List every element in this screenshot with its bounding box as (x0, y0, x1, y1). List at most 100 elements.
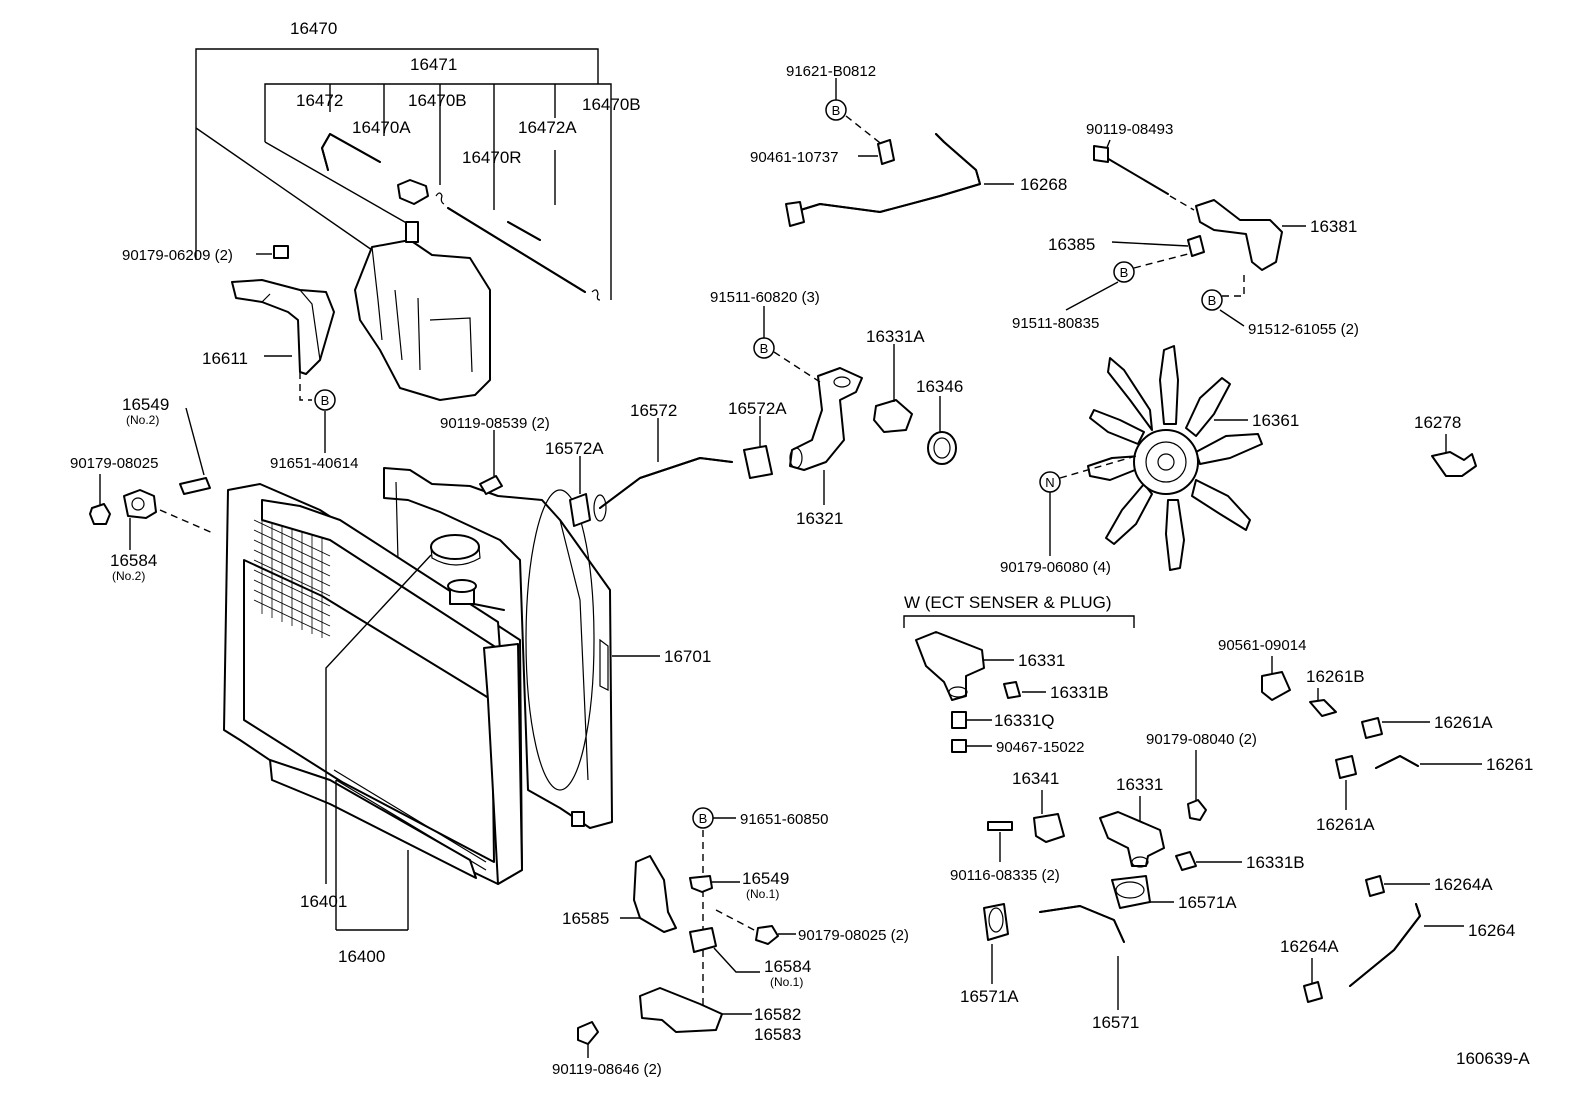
label-16701: 16701 (664, 647, 711, 666)
label-16264A-a: 16264A (1434, 875, 1493, 894)
svg-text:B: B (832, 103, 841, 118)
marker-b: B (314, 389, 336, 411)
label-16331B-a: 16331B (1050, 683, 1109, 702)
bracket-16585 (633, 855, 677, 933)
label-90467-15022: 90467-15022 (996, 739, 1084, 756)
clamp-16572A-b (743, 445, 773, 479)
label-16261A-a: 16261A (1434, 713, 1493, 732)
label-90119-08646: 90119-08646 (2) (552, 1061, 662, 1078)
label-16584-no2: 16584 (110, 551, 157, 570)
gasket-16346 (927, 431, 957, 465)
label-16572: 16572 (630, 401, 677, 420)
bracket-16381 (1195, 199, 1283, 271)
label-90179-06080: 90179-06080 (4) (1000, 559, 1111, 576)
nut-icon (273, 245, 289, 259)
fitting-16278 (1431, 451, 1477, 477)
label-90179-06209: 90179-06209 (2) (122, 247, 233, 264)
stud-90116-08335 (987, 821, 1013, 831)
marker-b: B (1113, 261, 1135, 283)
label-90179-08025-a: 90179-08025 (70, 455, 158, 472)
label-16572A-b: 16572A (728, 399, 787, 418)
label-16572A-a: 16572A (545, 439, 604, 458)
label-16571A-b: 16571A (960, 987, 1019, 1006)
note-16549-no1: (No.1) (746, 887, 779, 901)
label-90179-08040: 90179-08040 (2) (1146, 731, 1257, 748)
sensor-16331B-b (1175, 851, 1197, 871)
label-16331-b: 16331 (1116, 775, 1163, 794)
label-16261B: 16261B (1306, 667, 1365, 686)
nut-icon (89, 503, 111, 525)
pin-16549-no2 (179, 477, 211, 495)
label-16346: 16346 (916, 377, 963, 396)
label-90461-10737: 90461-10737 (750, 149, 838, 166)
label-16582: 16582 (754, 1005, 801, 1024)
note-16584-no1: (No.1) (770, 975, 803, 989)
water-outlet-16331-b (1099, 811, 1165, 867)
clamp-16264A-b (1303, 981, 1323, 1003)
svg-text:N: N (1045, 475, 1054, 490)
label-16264: 16264 (1468, 921, 1515, 940)
label-16571A-a: 16571A (1178, 893, 1237, 912)
label-16549-no2: 16549 (122, 395, 169, 414)
label-16264A-b: 16264A (1280, 937, 1339, 956)
svg-text:B: B (1120, 265, 1129, 280)
svg-text:B: B (321, 393, 330, 408)
reserve-tank-group (195, 48, 612, 401)
bolt-90119-08646 (577, 1021, 599, 1045)
union-16261B (1309, 699, 1337, 717)
pin-16549-no1 (689, 875, 713, 893)
label-16331Q: 16331Q (994, 711, 1055, 730)
plug-16331Q (951, 711, 967, 729)
clamp-16261A-a (1361, 717, 1383, 739)
svg-text:B: B (760, 341, 769, 356)
label-16584-no1: 16584 (764, 957, 811, 976)
clip-90461-10737 (877, 139, 895, 165)
label-90561-09014: 90561-09014 (1218, 637, 1306, 654)
label-16585: 16585 (562, 909, 609, 928)
tank-cap (405, 221, 419, 243)
diagram-id: 160639-A (1456, 1049, 1530, 1068)
label-90119-08493: 90119-08493 (1086, 121, 1173, 138)
label-16401: 16401 (300, 892, 347, 911)
nut-90179-08040 (1187, 799, 1207, 821)
label-91621-B0812: 91621-B0812 (786, 63, 876, 80)
label-16611: 16611 (202, 349, 248, 368)
radiator-16401 (223, 483, 523, 885)
label-16331A: 16331A (866, 327, 925, 346)
label-16278: 16278 (1414, 413, 1461, 432)
label-16470R: 16470R (462, 148, 522, 167)
label-16400: 16400 (338, 947, 385, 966)
label-16385: 16385 (1048, 235, 1095, 254)
pipe-90561-09014 (1261, 671, 1291, 701)
nut-90179-08025-b (755, 925, 779, 945)
label-16341: 16341 (1012, 769, 1059, 788)
tank-bracket-16611 (231, 245, 335, 401)
label-16470B-b: 16470B (582, 95, 641, 114)
clamp-16264A-a (1365, 875, 1385, 897)
water-outlet-16331-a (915, 631, 985, 701)
bracket-16582 (639, 987, 723, 1033)
cap-part (397, 179, 429, 205)
svg-text:B: B (699, 811, 708, 826)
marker-n: N (1039, 471, 1061, 493)
label-16361: 16361 (1252, 411, 1299, 430)
long-bolt-90119-08493 (1099, 153, 1169, 195)
marker-b: B (825, 99, 847, 121)
label-90116-08335: 90116-08335 (2) (950, 867, 1060, 884)
clamp-16261A-b (1335, 755, 1357, 779)
bolt-icon (571, 811, 585, 827)
note-16584-no2: (No.2) (112, 569, 145, 583)
fan-shroud-16701 (383, 467, 613, 829)
label-91511-60820: 91511-60820 (3) (710, 289, 820, 306)
plug-90467-15022 (951, 739, 967, 753)
radiator-core (253, 514, 331, 638)
upper-hose-16572 (599, 457, 733, 509)
water-outlet-16321 (789, 367, 863, 471)
clip-icon (591, 289, 601, 301)
gasket-16341 (1033, 813, 1065, 843)
svg-text:B: B (1208, 293, 1217, 308)
label-16261A-b: 16261A (1316, 815, 1375, 834)
marker-b: B (753, 337, 775, 359)
sensor-16331B-a (1003, 681, 1021, 699)
